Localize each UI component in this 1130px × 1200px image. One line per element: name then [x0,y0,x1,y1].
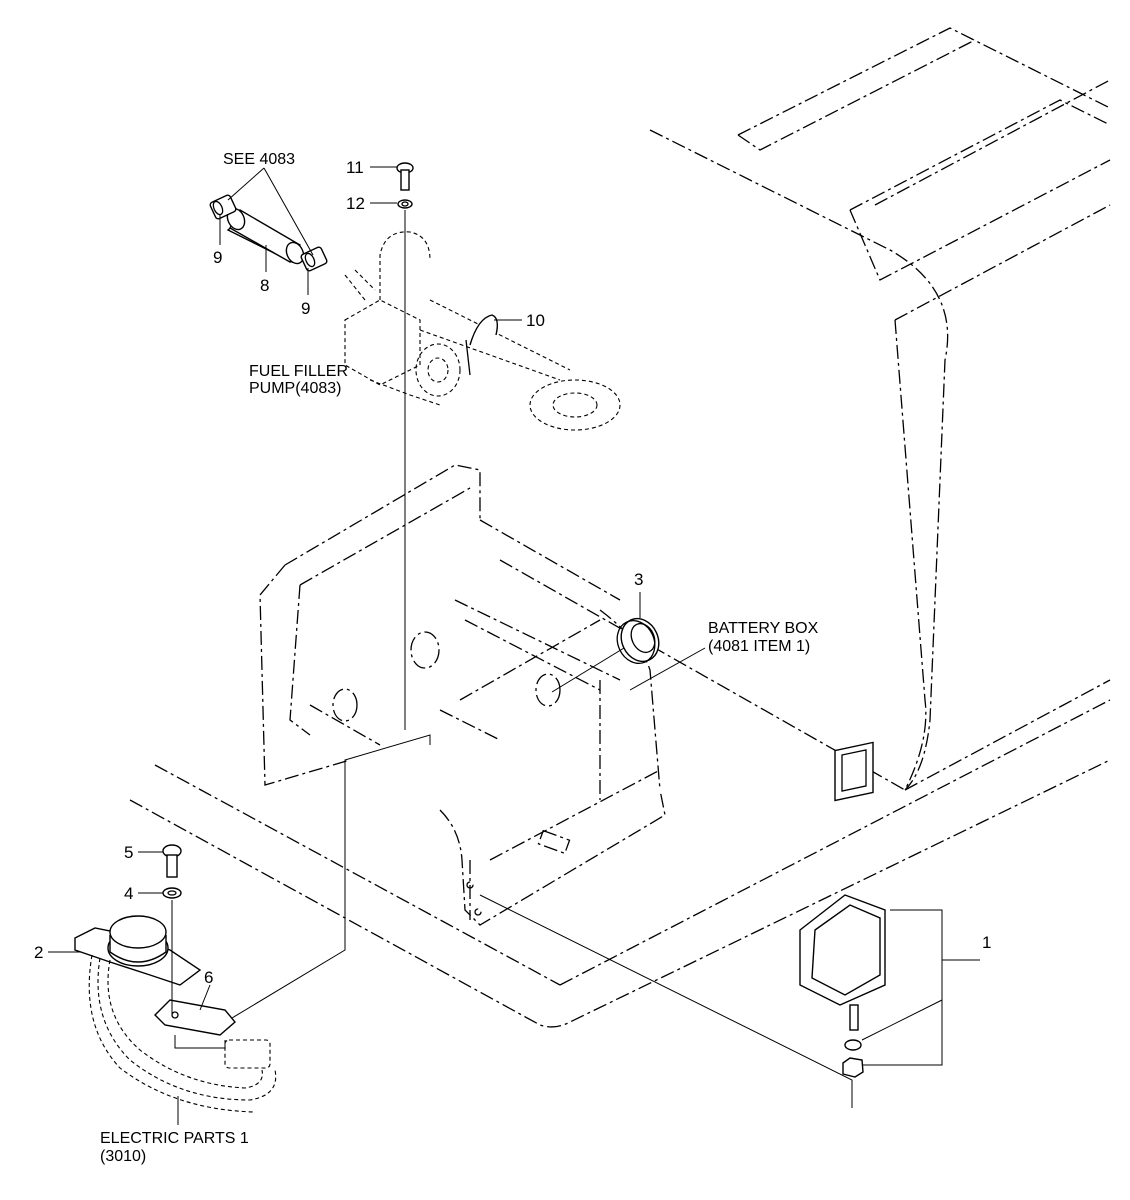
callout-2: 2 [34,943,43,962]
cab-outline [129,27,1111,1028]
fuel-pump-label-line2: PUMP(4083) [249,380,341,397]
leader-lines [48,166,980,1125]
callout-12: 12 [346,194,365,213]
callout-6: 6 [204,968,213,987]
hose-fitting-left [209,194,237,220]
battery-switch [74,915,277,1113]
bolt [396,162,414,191]
see-reference-note: SEE 4083 [223,151,295,168]
fuel-pump-label-line1: FUEL FILLER [249,363,348,380]
callout-9-left: 9 [213,248,222,267]
callout-3: 3 [634,570,643,589]
battery-box-label-line1: BATTERY BOX [708,620,819,637]
callout-10: 10 [526,311,545,330]
bracket [154,999,236,1036]
work-light [799,741,886,1078]
battery-box-label-line2: (4081 ITEM 1) [708,638,810,655]
hose-fitting-right [300,246,328,272]
hose-clamp [465,314,499,376]
callout-9-right: 9 [301,299,310,318]
battery-box [259,464,666,926]
fuel-filler-pump [344,231,621,431]
callout-4: 4 [124,884,133,903]
grommet [616,617,660,664]
callout-11: 11 [346,158,364,177]
washer [397,199,413,209]
switch-washer [162,887,182,899]
electric-parts-label-line1: ELECTRIC PARTS 1 [100,1130,249,1147]
callout-1: 1 [982,933,991,952]
electric-parts-label-line2: (3010) [100,1148,146,1165]
callout-8: 8 [260,276,269,295]
callout-5: 5 [124,843,133,862]
labels: SEE 4083 FUEL FILLER PUMP(4083) BATTERY … [34,151,991,1165]
switch-bolt [162,844,182,878]
